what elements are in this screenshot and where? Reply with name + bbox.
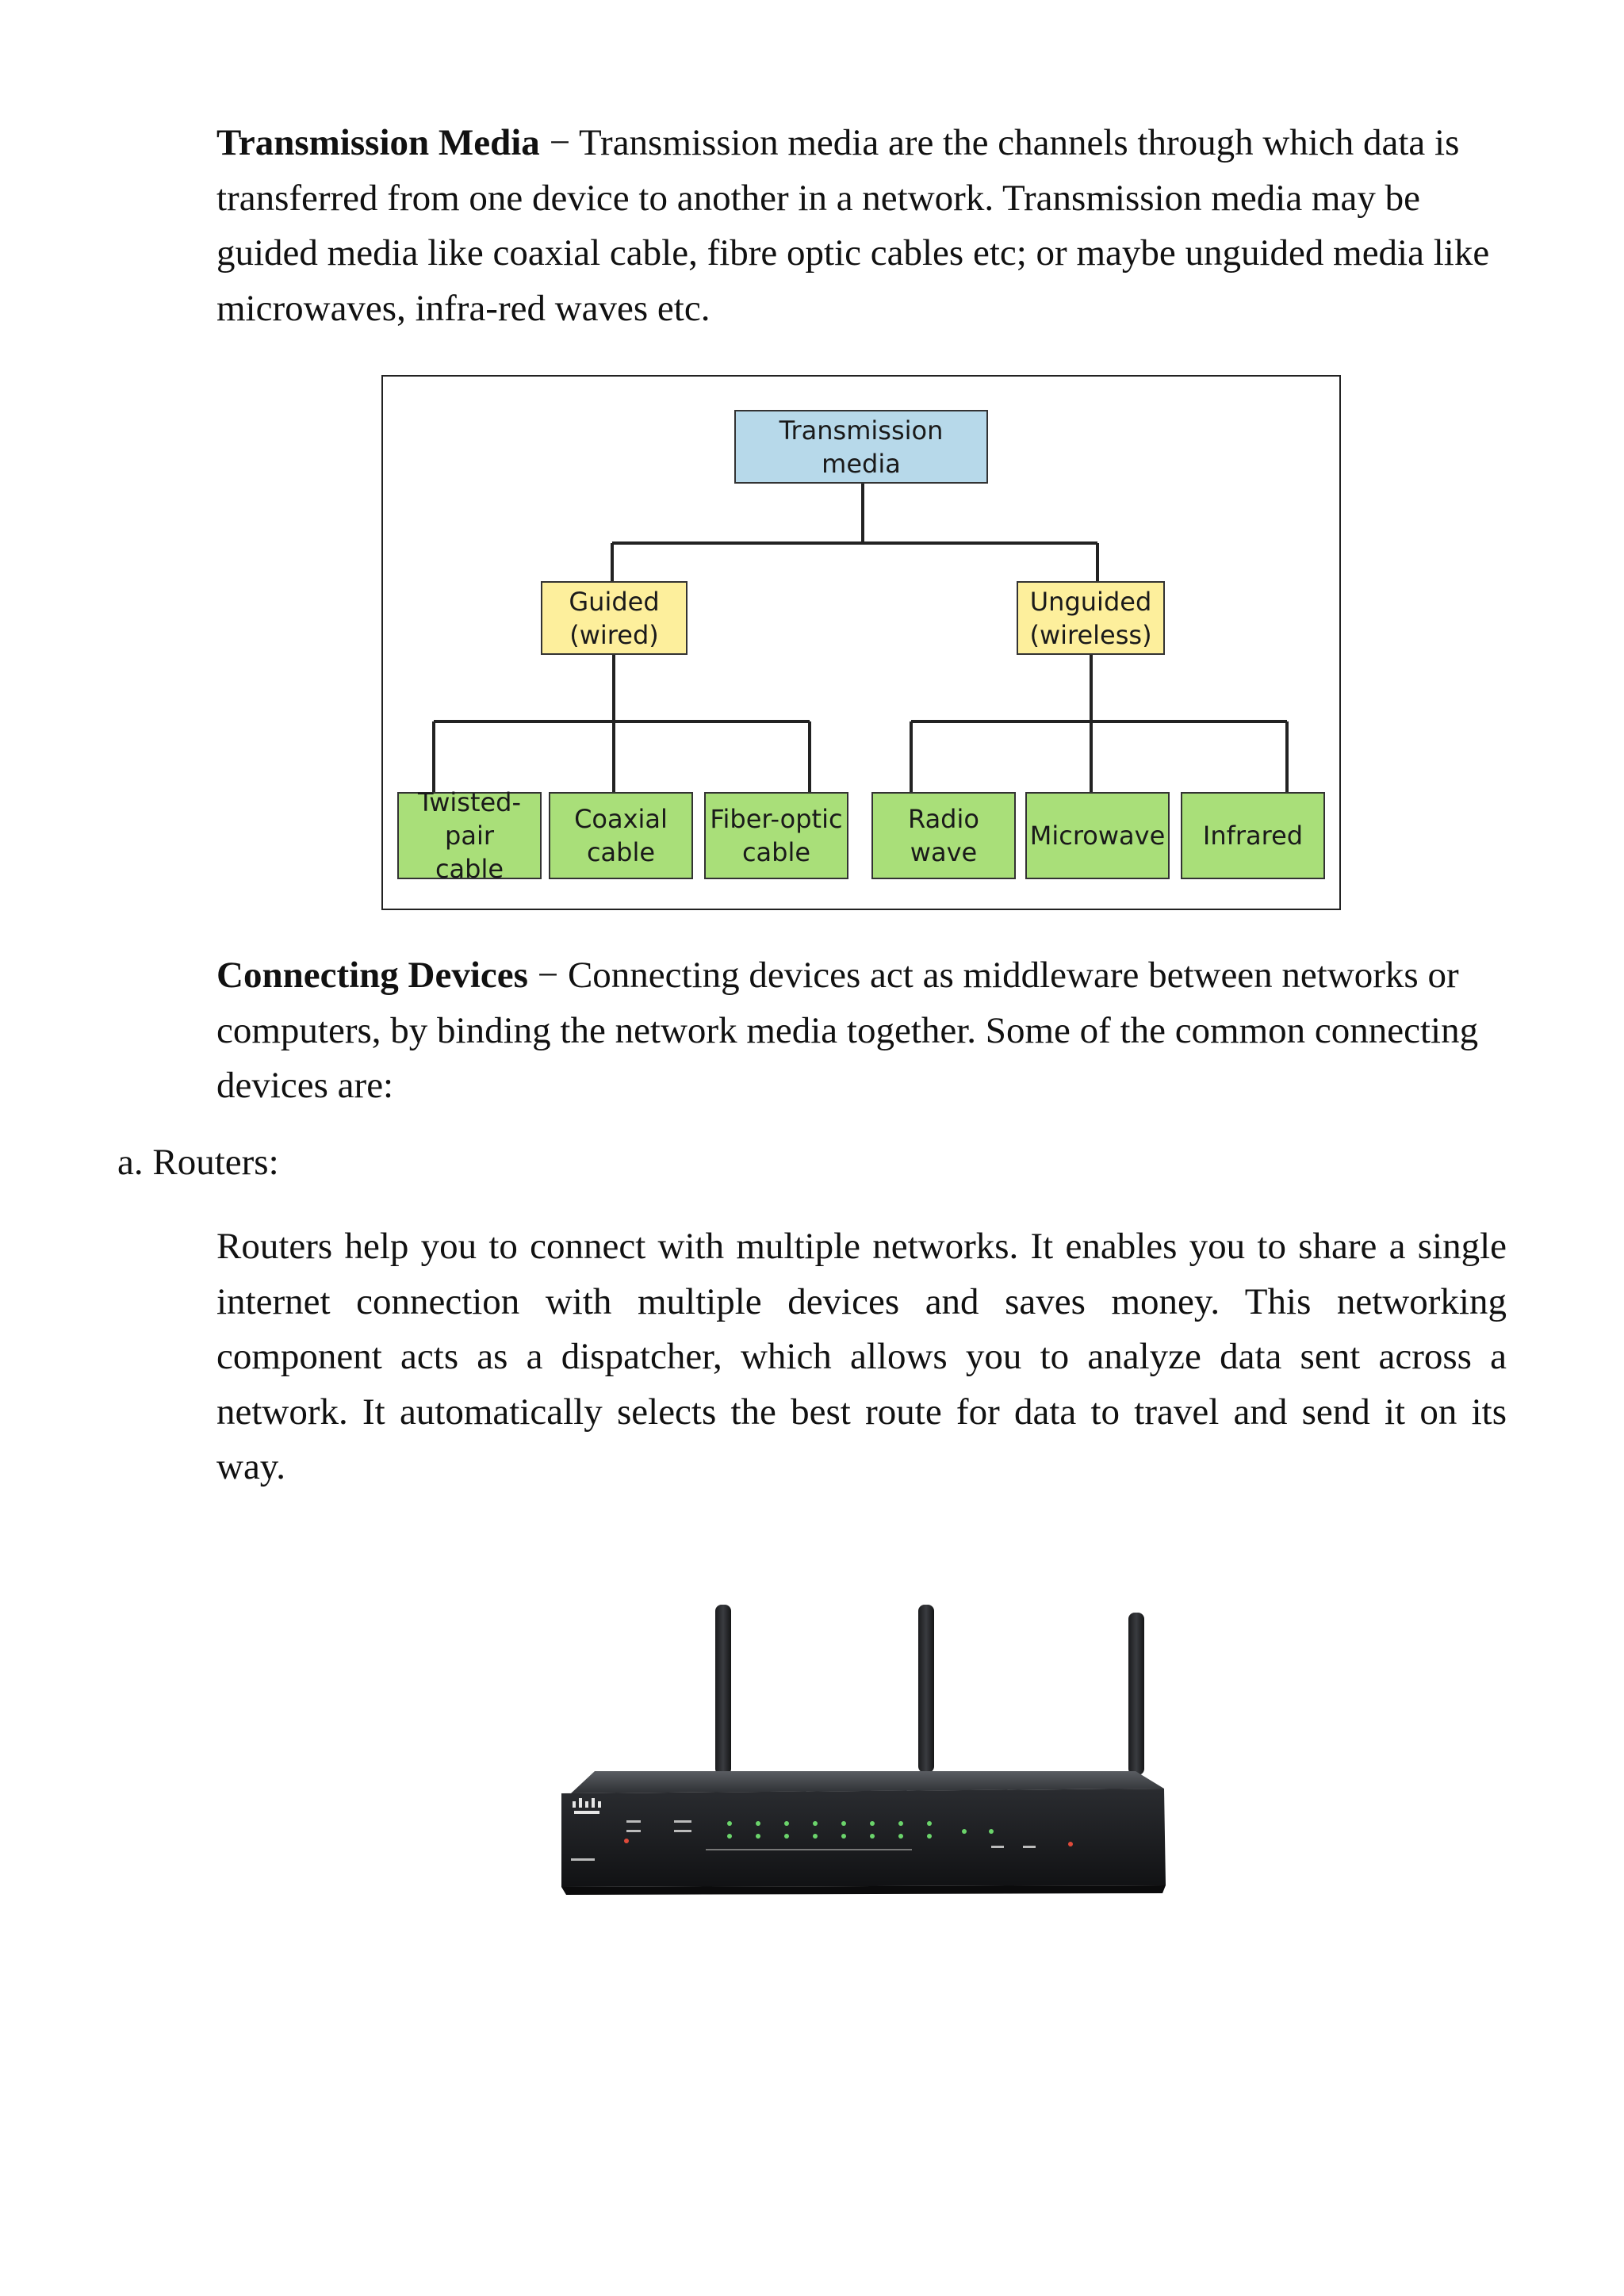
connecting-devices-paragraph: Connecting Devices − Connecting devices … [216,948,1507,1114]
node-transmission-media: Transmission media [734,410,988,484]
node-infrared: Infrared [1181,792,1325,879]
node-twisted-pair: Twisted-pair cable [397,787,542,884]
node-microwave: Microwave [1025,792,1170,879]
routers-list-label: a. Routers: [117,1142,279,1183]
node-fiber-optic: Fiber-optic cable [704,792,848,879]
routers-paragraph: Routers help you to connect with multipl… [216,1226,1507,1487]
node-guided: Guided (wired) [541,581,688,655]
heading-dash: − [539,122,579,163]
transmission-media-paragraph: Transmission Media − Transmission media … [216,116,1507,336]
connecting-devices-heading: Connecting Devices [216,955,528,996]
router-image [561,1605,1166,1895]
node-radio-wave: Radio wave [871,792,1016,879]
diagram-connectors [432,484,1289,792]
antenna-icon [715,1605,1144,1775]
connecting-devices-text: Connecting devices act as middleware bet… [216,955,1479,1106]
transmission-media-heading: Transmission Media [216,122,540,163]
node-coaxial: Coaxial cable [549,792,693,879]
heading-dash: − [527,955,568,996]
transmission-media-text: Transmission media are the channels thro… [216,122,1490,329]
node-unguided: Unguided (wireless) [1017,581,1165,655]
transmission-media-diagram: Transmission media Guided (wired) Unguid… [381,375,1341,910]
